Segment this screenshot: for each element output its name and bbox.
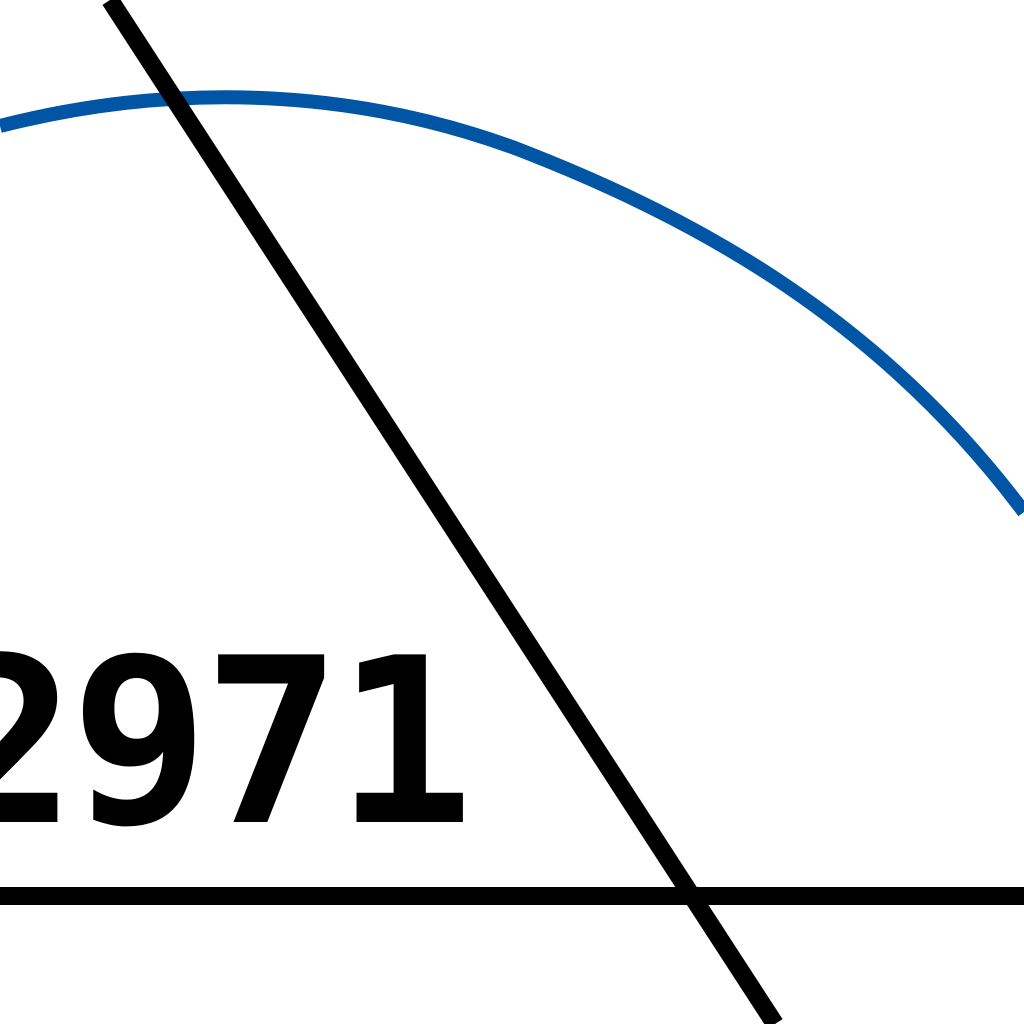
diagonal-line [102, 0, 783, 1024]
number-label: 2971 [0, 610, 468, 877]
